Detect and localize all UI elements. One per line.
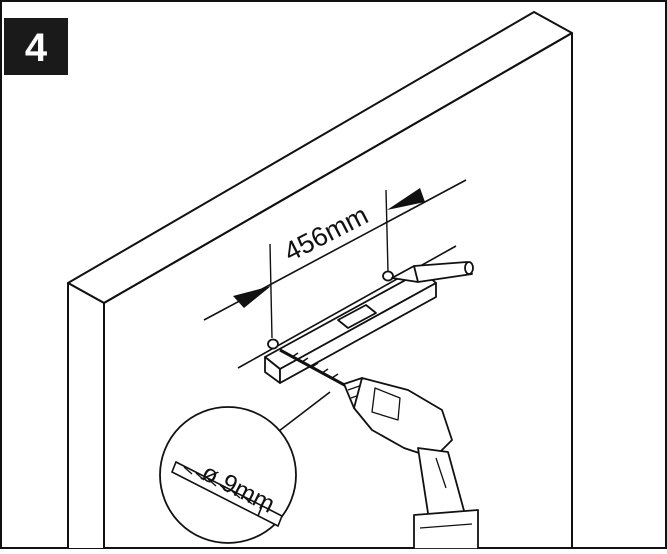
step-badge-box [4, 18, 68, 75]
spirit-level [264, 270, 437, 384]
step-badge: 4 [4, 18, 68, 75]
panel [67, 11, 573, 550]
drill-battery [413, 509, 479, 550]
hole-mark-left [267, 338, 279, 350]
hole-mark-right [382, 270, 394, 282]
dimension-annotation [203, 179, 467, 339]
detail-drill-bit [170, 460, 284, 528]
pencil-end [464, 261, 474, 275]
dimension-arrow-right [387, 188, 425, 210]
step-number: 4 [25, 26, 48, 70]
level-vial [337, 304, 377, 329]
level-front-face [279, 282, 437, 384]
drill [279, 348, 479, 550]
extension-line-left [269, 243, 273, 339]
panel-face [103, 32, 573, 549]
pencil-sharpened-edge [413, 265, 419, 283]
drill-bit [279, 348, 351, 390]
drill-bit-flutes [291, 352, 339, 379]
detail-bit-flutes [183, 466, 253, 505]
drill-bit-icon [170, 460, 284, 528]
detail-bit-shank-mark [257, 505, 263, 517]
panel-side-edge [67, 282, 105, 550]
drill-vent [371, 387, 401, 421]
dimension-arrow-left [233, 286, 271, 308]
drill-trigger [435, 457, 447, 489]
drill-battery-line [419, 523, 473, 529]
pencil [391, 261, 474, 283]
extension-line-right [385, 189, 389, 273]
